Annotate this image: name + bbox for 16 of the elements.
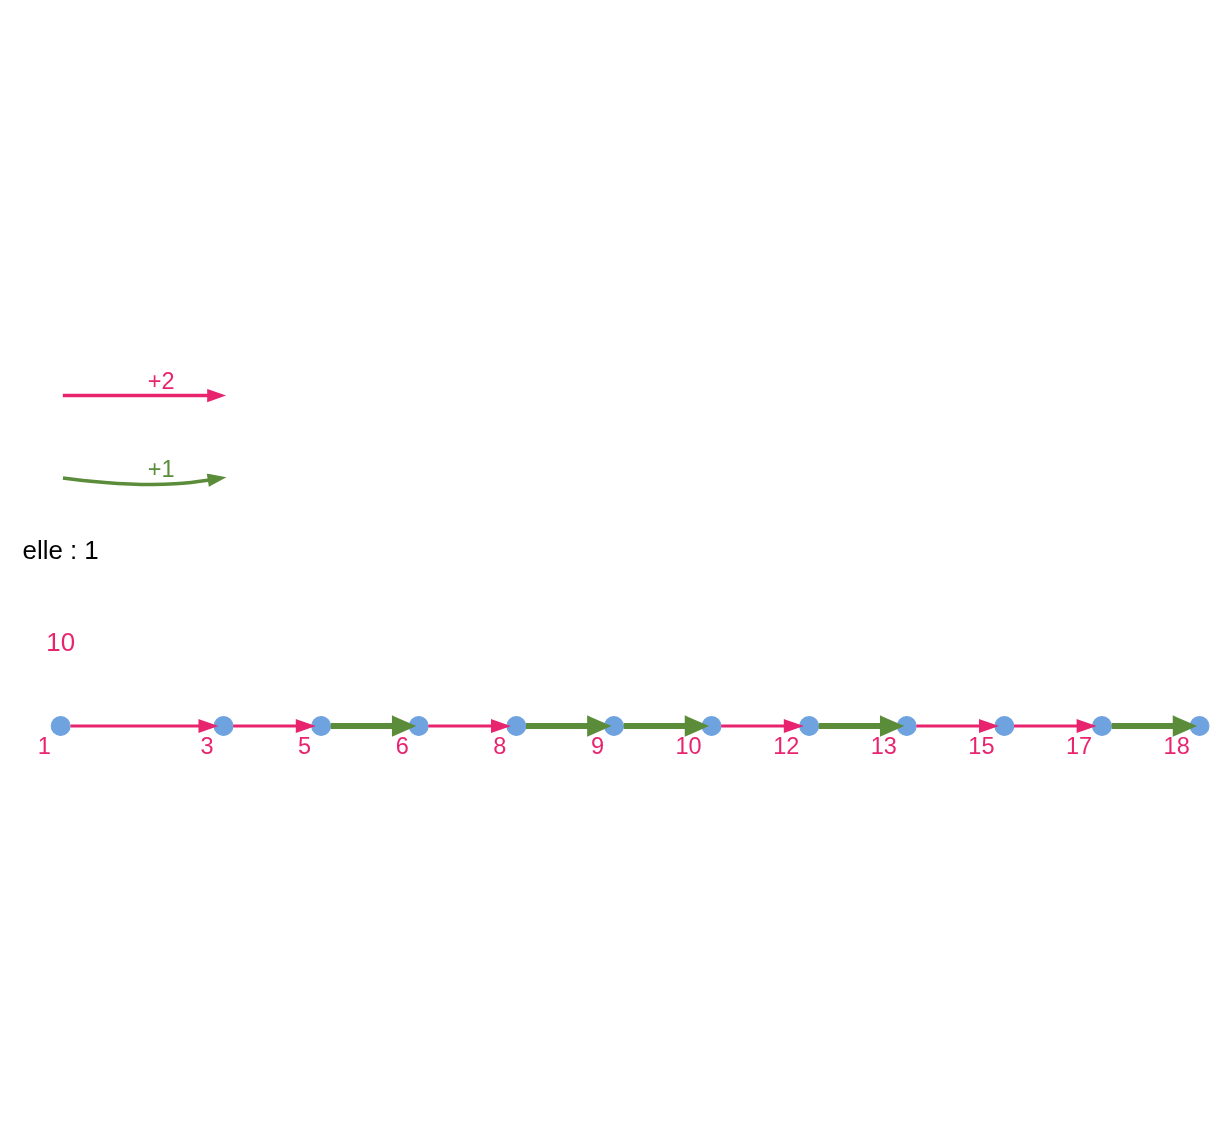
node-label: 17 bbox=[1065, 732, 1093, 759]
node-label: 12 bbox=[773, 732, 800, 759]
node-label: 1 bbox=[37, 732, 51, 759]
node-label: 18 bbox=[1163, 732, 1190, 759]
node-label: 8 bbox=[493, 732, 507, 759]
node-label: 5 bbox=[298, 732, 312, 759]
legend-label: +1 bbox=[147, 455, 175, 482]
node-label: 10 bbox=[675, 732, 702, 759]
node-label: 3 bbox=[200, 732, 214, 759]
node-label: 6 bbox=[395, 732, 409, 759]
label: 10 bbox=[46, 627, 76, 656]
label: elle : 1 bbox=[22, 535, 99, 564]
node-label: 15 bbox=[968, 732, 995, 759]
node-label: 9 bbox=[590, 732, 605, 759]
legend-label: +2 bbox=[147, 367, 175, 394]
node-label: 13 bbox=[870, 732, 897, 759]
